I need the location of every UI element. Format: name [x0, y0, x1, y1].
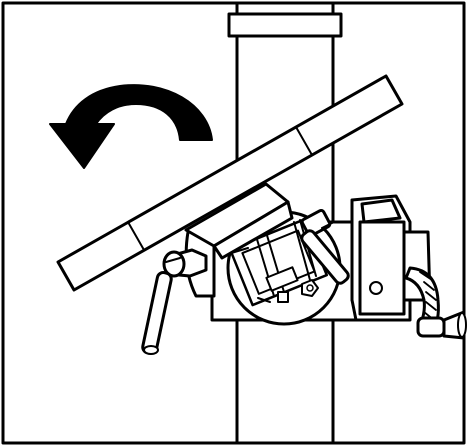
right-tilt-lever	[300, 208, 350, 285]
left-lock-lever	[141, 248, 208, 355]
column-collar	[227, 12, 343, 38]
bolt-hole	[369, 281, 383, 295]
crank-handle	[404, 266, 467, 340]
counterclockwise-arrow-icon	[49, 84, 213, 169]
tilting-table	[56, 74, 404, 292]
